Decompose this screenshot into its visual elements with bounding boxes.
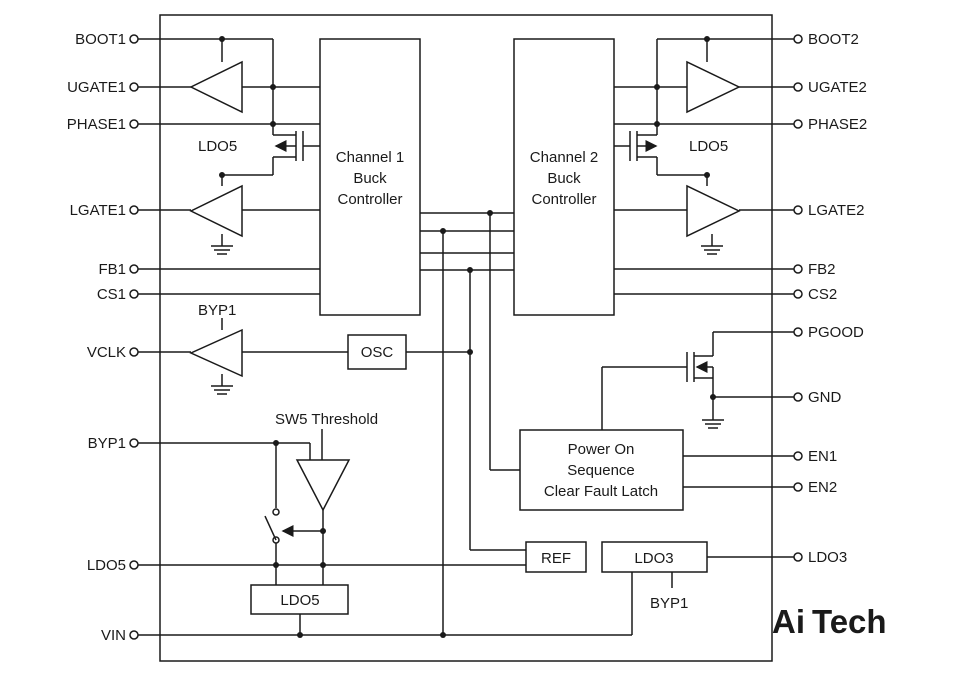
boot1-mosfet <box>222 125 320 176</box>
left-pin-wires <box>138 38 632 636</box>
controller-bus <box>420 212 526 635</box>
pin-ldo3: LDO3 <box>808 549 847 566</box>
ugate2-driver-triangle <box>686 60 741 114</box>
channel2-buck-controller-block <box>513 38 615 316</box>
pin-ugate1: UGATE1 <box>67 79 126 96</box>
pgood-mosfet <box>686 331 796 429</box>
pin-en2: EN2 <box>808 479 837 496</box>
power-on-line1: Power On <box>568 441 635 458</box>
pin-fb2: FB2 <box>808 261 836 278</box>
lgate1-driver-triangle <box>189 184 243 238</box>
ch1-line2: Buck <box>353 170 387 187</box>
pin-byp1: BYP1 <box>88 435 126 452</box>
ref-block <box>525 541 587 573</box>
byp1-label-vclk: BYP1 <box>198 302 236 319</box>
ldo5-label-right: LDO5 <box>689 138 728 155</box>
left-pin-circles <box>129 34 139 640</box>
ldo3-block <box>601 541 708 573</box>
logo-tech: Tech <box>812 603 887 640</box>
pin-ldo5: LDO5 <box>87 557 126 574</box>
sw5-threshold-label: SW5 Threshold <box>275 411 378 428</box>
ch1-line1: Channel 1 <box>336 149 404 166</box>
pin-boot1: BOOT1 <box>75 31 126 48</box>
ref-label: REF <box>541 550 571 567</box>
pin-vclk: VCLK <box>87 344 126 361</box>
ground-symbol-right <box>701 234 723 255</box>
right-pin-circles <box>793 34 803 562</box>
pin-pgood: PGOOD <box>808 324 864 341</box>
osc-label: OSC <box>361 344 394 361</box>
pin-gnd: GND <box>808 389 842 406</box>
pin-lgate2: LGATE2 <box>808 202 864 219</box>
pin-phase2: PHASE2 <box>808 116 867 133</box>
pin-en1: EN1 <box>808 448 837 465</box>
sw5-comparator-triangle <box>295 459 351 512</box>
right-pin-wires <box>614 38 796 295</box>
ldo3-block-label: LDO3 <box>634 550 673 567</box>
lgate2-driver-triangle <box>686 184 741 238</box>
boot2-mosfet <box>614 125 707 176</box>
channel1-buck-controller-block <box>319 38 421 316</box>
pin-vin: VIN <box>101 627 126 644</box>
ldo5-switch <box>264 508 280 585</box>
ugate1-driver-triangle <box>189 60 243 114</box>
logo-ai: Ai <box>772 603 805 640</box>
osc-block <box>347 334 407 370</box>
pin-cs1: CS1 <box>97 286 126 303</box>
ground-symbols-left <box>211 234 233 395</box>
pin-phase1: PHASE1 <box>67 116 126 133</box>
chip-outline <box>159 14 773 662</box>
ch2-line2: Buck <box>547 170 581 187</box>
ldo5-block-label: LDO5 <box>280 592 319 609</box>
ch1-line3: Controller <box>337 191 402 208</box>
junction-dots <box>219 36 716 638</box>
ldo5-label-left: LDO5 <box>198 138 237 155</box>
pin-lgate1: LGATE1 <box>70 202 126 219</box>
vclk-driver-triangle <box>189 328 243 378</box>
power-on-sequence-block <box>519 429 684 511</box>
pin-cs2: CS2 <box>808 286 837 303</box>
pin-ugate2: UGATE2 <box>808 79 867 96</box>
pin-fb1: FB1 <box>98 261 126 278</box>
byp1-label-ldo3: BYP1 <box>650 595 688 612</box>
ch2-line3: Controller <box>531 191 596 208</box>
aitech-logo: Ai Tech <box>772 603 887 640</box>
power-on-line3: Clear Fault Latch <box>544 483 658 500</box>
pin-boot2: BOOT2 <box>808 31 859 48</box>
ch2-line1: Channel 2 <box>530 149 598 166</box>
power-on-line2: Sequence <box>567 462 635 479</box>
